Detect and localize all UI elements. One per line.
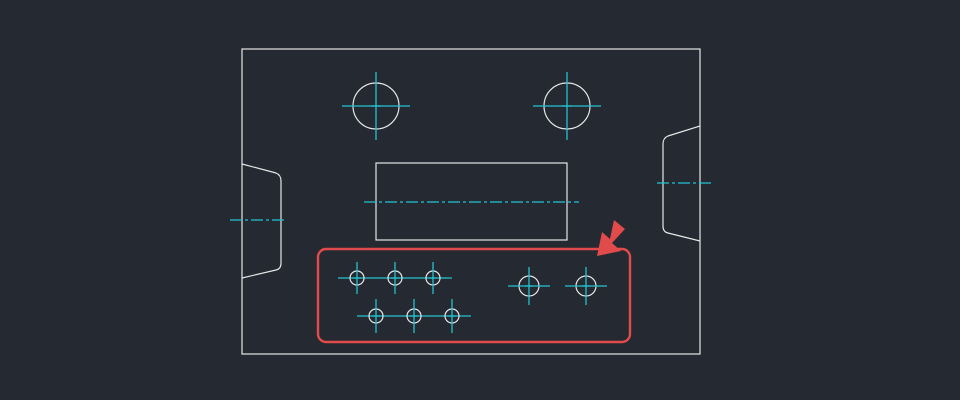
right-small-hole-2 bbox=[565, 267, 607, 305]
small-hole-row-2-item-3 bbox=[444, 299, 460, 333]
selection-highlight-box bbox=[316, 247, 632, 344]
large-hole-left bbox=[342, 72, 410, 140]
right-small-hole-1 bbox=[508, 267, 550, 305]
small-hole-row-2-item-1 bbox=[368, 299, 384, 333]
small-hole-row-1 bbox=[338, 262, 452, 294]
small-hole-row-1-item-2 bbox=[387, 262, 403, 294]
arrow-icon bbox=[597, 220, 625, 256]
left-notch-profile bbox=[241, 163, 282, 279]
small-hole-row-2 bbox=[357, 299, 471, 333]
right-small-holes bbox=[508, 267, 607, 305]
small-hole-row-1-item-3 bbox=[425, 262, 441, 294]
large-hole-right bbox=[533, 72, 601, 140]
left-side-notch bbox=[230, 163, 287, 279]
part-outline bbox=[241, 48, 701, 355]
small-hole-row-1-item-1 bbox=[349, 262, 365, 294]
center-slot bbox=[364, 162, 579, 241]
small-hole-row-2-item-2 bbox=[406, 299, 422, 333]
plate-border bbox=[241, 48, 701, 355]
right-side-notch bbox=[657, 125, 713, 242]
right-notch-profile bbox=[662, 125, 701, 242]
